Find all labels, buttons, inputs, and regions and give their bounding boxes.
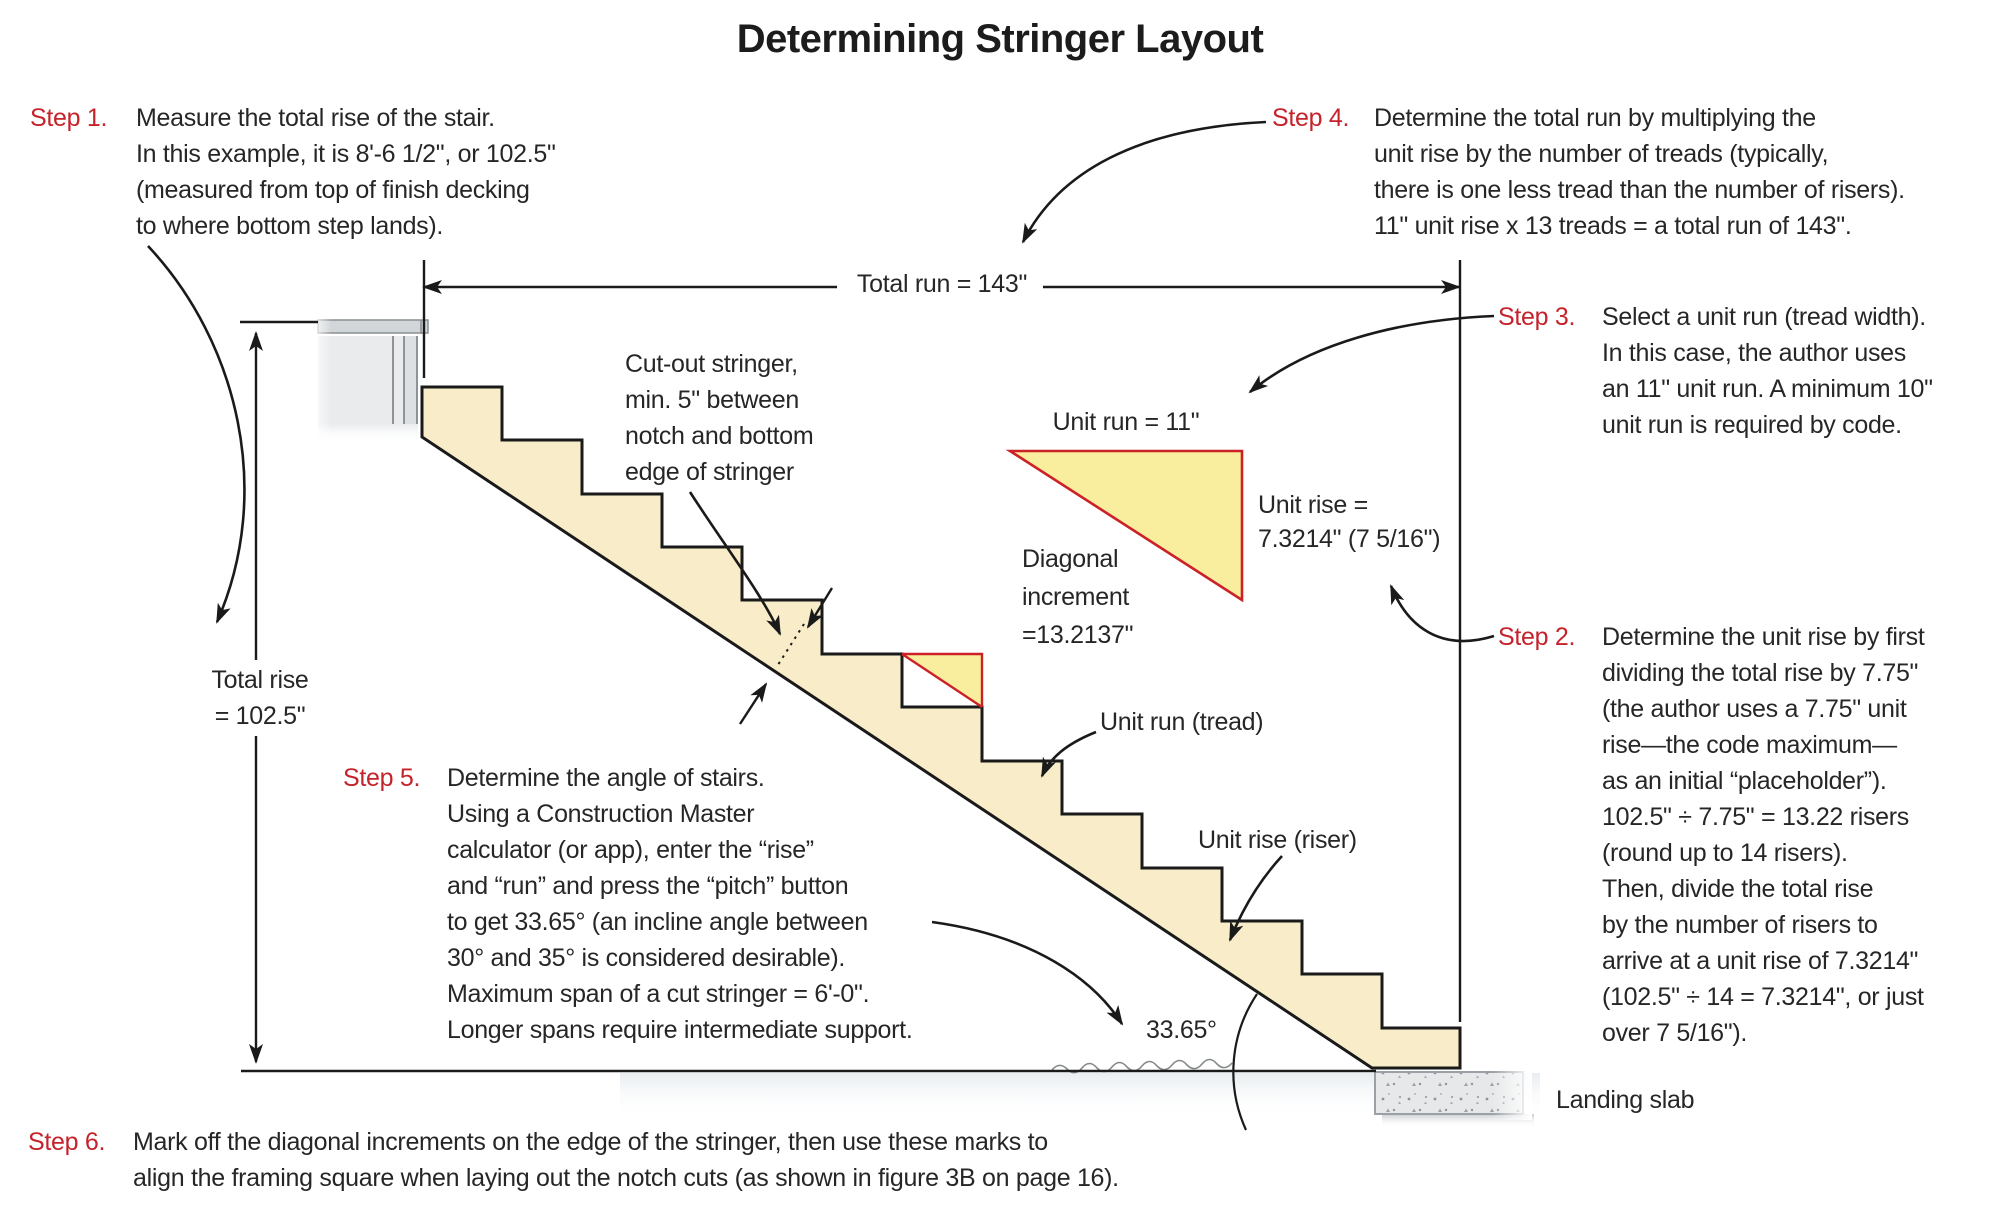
notch-highlight	[901, 652, 984, 709]
step-1-label: Step 1.	[30, 104, 108, 132]
leader-arrows	[147, 120, 1495, 1026]
step-3-text: Select a unit run (tread width). In this…	[1602, 303, 1933, 439]
step-1-text: Measure the total rise of the stair. In …	[136, 104, 556, 240]
unit-run-triangle-label: Unit run = 11"	[1052, 408, 1200, 436]
unit-rise-riser-label: Unit rise (riser)	[1198, 826, 1357, 854]
total-rise-label: Total rise = 102.5"	[211, 666, 309, 730]
landing-slab	[1374, 1068, 1534, 1127]
step-6-label: Step 6.	[28, 1128, 106, 1156]
total-rise-dimension	[240, 320, 318, 1064]
step1-arrow	[147, 245, 246, 624]
cutout-stringer-label: Cut-out stringer, min. 5" between notch …	[625, 350, 814, 486]
notch-red-lines	[901, 652, 984, 709]
deck-left-fade	[310, 316, 332, 446]
unit-run-tread-arrow	[1040, 730, 1097, 778]
step-3-label: Step 3.	[1498, 303, 1576, 331]
landing-slab-label: Landing slab	[1556, 1086, 1695, 1114]
angle-label: 33.65°	[1146, 1016, 1217, 1044]
angle-arc	[1232, 993, 1258, 1131]
arrow-to-notch	[806, 587, 834, 629]
grade-squiggle-line	[1051, 1058, 1233, 1074]
step-2-text: Determine the unit rise by first dividin…	[1602, 623, 1925, 1047]
stringer-outline	[420, 385, 1462, 1070]
step4-arrow	[1021, 120, 1267, 244]
cutout-label-arrow	[688, 491, 782, 636]
arrow-to-bottom-edge	[738, 682, 768, 725]
deck-body	[318, 336, 418, 424]
page-title: Determining Stringer Layout	[736, 17, 1264, 61]
diagonal-increment-label: Diagonal increment =13.2137"	[1022, 545, 1134, 649]
slab-edge-fade	[1492, 1068, 1532, 1120]
unit-triangle	[1005, 449, 1244, 603]
step5-arrow	[931, 920, 1124, 1026]
step-6-text: Mark off the diagonal increments on the …	[133, 1128, 1119, 1192]
min-distance-marker	[738, 587, 834, 725]
step3-arrow	[1248, 314, 1495, 394]
unit-rise-triangle-label: Unit rise = 7.3214" (7 5/16")	[1258, 491, 1441, 553]
step-5-text: Determine the angle of stairs. Using a C…	[447, 764, 913, 1044]
unit-rise-riser-arrow	[1228, 855, 1283, 942]
deck-fascia-band	[404, 336, 418, 424]
step-4-label: Step 4.	[1272, 104, 1350, 132]
deck-top-board	[317, 319, 429, 334]
step-4-text: Determine the total run by multiplying t…	[1374, 104, 1905, 240]
deck	[310, 316, 429, 446]
step-2-label: Step 2.	[1498, 623, 1576, 651]
unit-run-tread-label: Unit run (tread)	[1100, 708, 1264, 736]
dotted-distance-line	[775, 623, 805, 669]
step-5-label: Step 5.	[343, 764, 421, 792]
step2-arrow	[1389, 584, 1495, 643]
total-run-label: Total run = 143"	[856, 270, 1028, 298]
deck-bottom-fade	[318, 424, 418, 442]
